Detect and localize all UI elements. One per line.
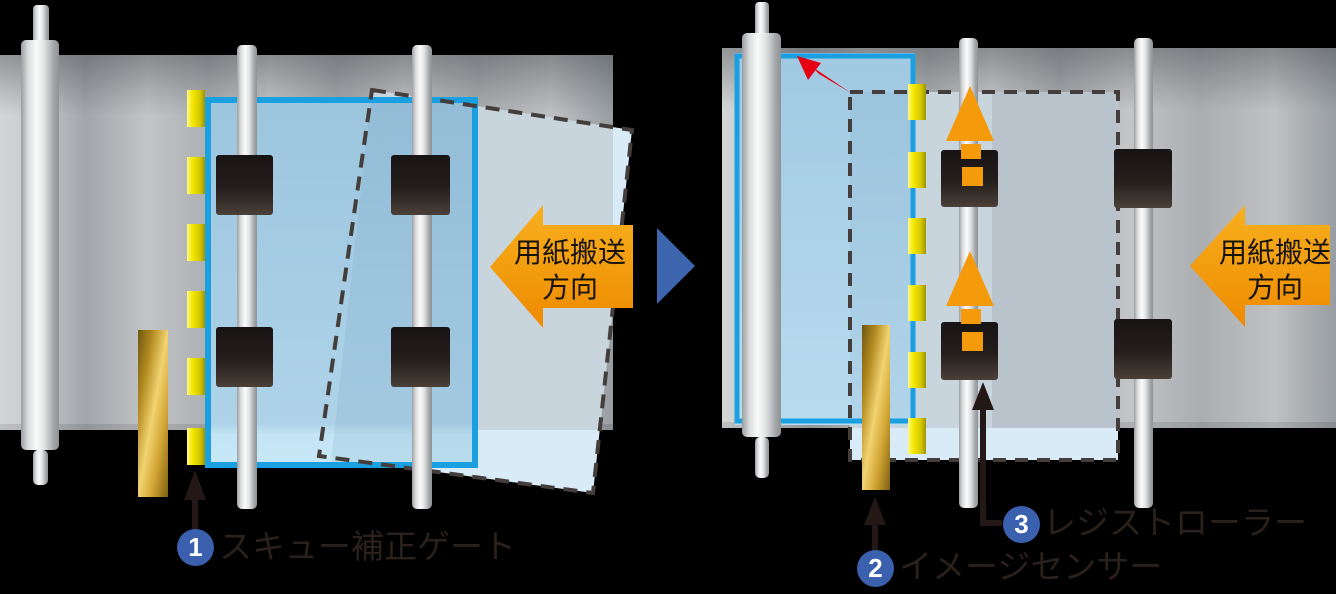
roller-block [216, 327, 273, 387]
roller-block [1114, 319, 1172, 379]
roller-block [391, 327, 450, 387]
roller-block [391, 155, 450, 215]
label-image-sensor: イメージセンサー [899, 548, 1163, 585]
label-registration-roller: レジストローラー [1043, 504, 1307, 541]
sensor-bar-left [138, 330, 168, 497]
left-panel [0, 5, 635, 529]
transport-direction-arrow-left [490, 205, 633, 328]
gate-annotation-arrow [184, 470, 206, 529]
step-badge-2: 2 [857, 550, 894, 587]
feed-roller-left-panel [21, 5, 59, 485]
transport-direction-arrow-right [1190, 205, 1330, 327]
corrected-paper-border [205, 97, 478, 468]
sensor-annotation-arrow [864, 497, 886, 552]
registration-annotation-arrow [972, 382, 1002, 526]
correction-direction-red-arrow [797, 56, 851, 93]
transport-direction-text-left: 用紙搬送 方向 [500, 235, 640, 305]
step-badge-3: 3 [1003, 506, 1040, 543]
right-panel [722, 2, 1336, 552]
transport-direction-line1: 用紙搬送 [513, 237, 626, 268]
skewed-paper-dashed-outline [316, 87, 635, 496]
transport-direction-text-right: 用紙搬送 方向 [1205, 235, 1336, 305]
image-sensor-bar [862, 325, 890, 490]
roller-block [1114, 149, 1172, 208]
roller-block [216, 155, 273, 215]
skew-gate-right [908, 84, 926, 454]
roller-shaft [412, 45, 432, 509]
label-skew-correction-gate: スキュー補正ゲート [219, 528, 516, 565]
next-step-triangle-icon [657, 228, 695, 304]
panel-shadow-column [992, 92, 1118, 428]
paper-feed-up-arrow [946, 251, 994, 351]
transport-direction-line1: 用紙搬送 [1218, 237, 1331, 268]
paper-feed-up-arrow [946, 86, 994, 186]
step-badge-1: 1 [177, 529, 214, 566]
roller-shaft [1134, 38, 1153, 508]
roller-shaft [237, 45, 257, 509]
skew-gate [187, 90, 205, 465]
transport-direction-line2: 方向 [541, 272, 598, 303]
transport-direction-line2: 方向 [1246, 272, 1303, 303]
feed-roller-right-panel [742, 2, 781, 478]
